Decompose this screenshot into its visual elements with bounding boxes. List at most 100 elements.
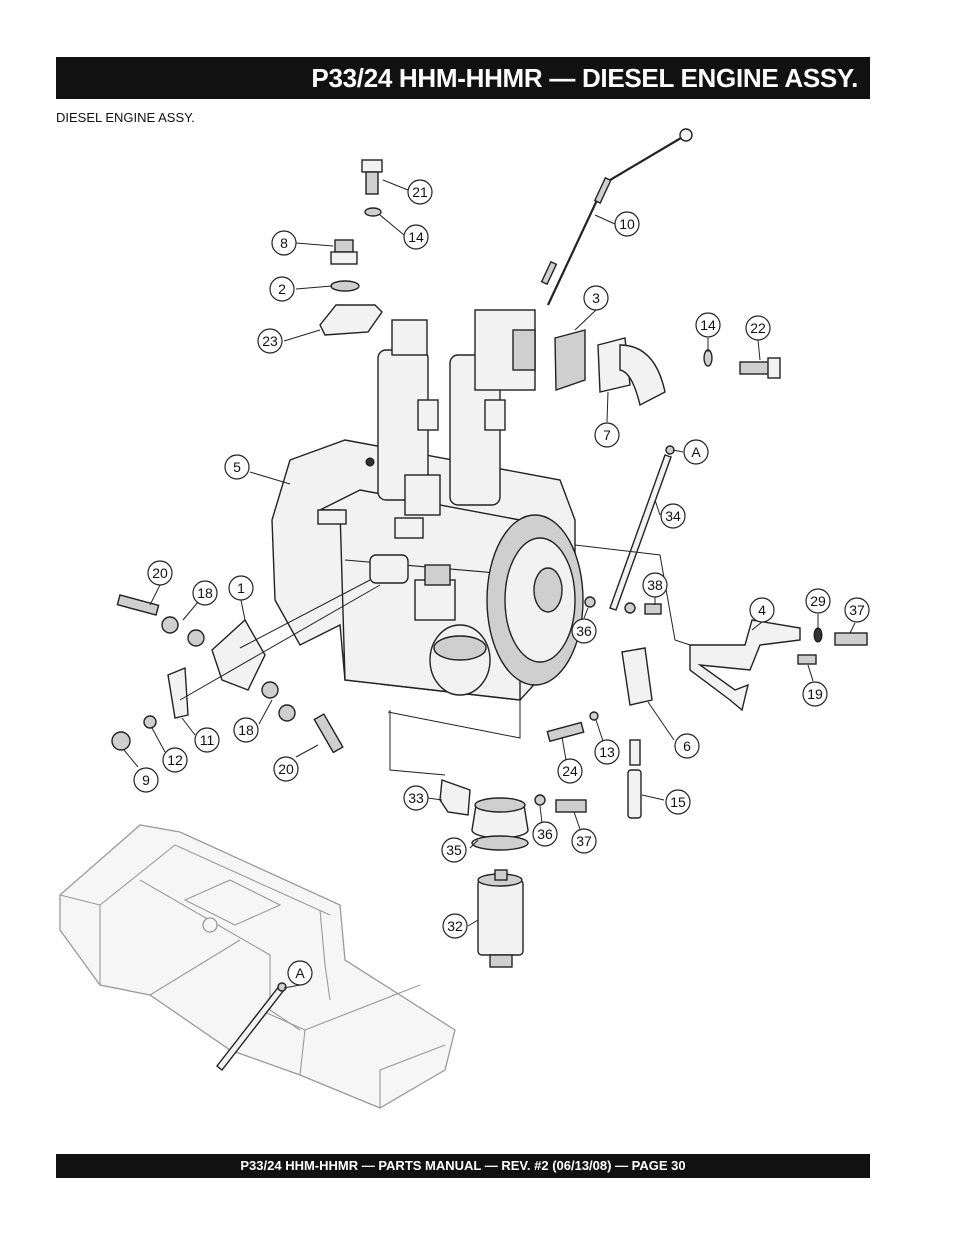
svg-text:9: 9	[142, 772, 150, 788]
svg-text:10: 10	[619, 216, 635, 232]
svg-text:24: 24	[562, 763, 578, 779]
svg-text:5: 5	[233, 459, 241, 475]
callout-20-top: 20	[147, 560, 173, 586]
callout-18-top: 18	[192, 580, 218, 606]
callout-12: 12	[162, 747, 188, 773]
callout-6: 6	[674, 733, 700, 759]
callout-9: 9	[133, 767, 159, 793]
bolt-37-filter	[555, 799, 587, 813]
bolt-22	[739, 357, 781, 379]
nut-18-bottom-b	[278, 704, 296, 722]
callout-8: 8	[271, 230, 297, 256]
svg-text:4: 4	[758, 602, 766, 618]
bolt-21	[361, 159, 383, 195]
bracket-11	[167, 666, 189, 719]
callout-33: 33	[403, 785, 429, 811]
leader-lines	[123, 179, 856, 989]
bolt-20-top	[116, 594, 160, 616]
svg-text:15: 15	[670, 794, 686, 810]
footer-text: P33/24 HHM-HHMR — PARTS MANUAL — REV. #2…	[240, 1158, 686, 1173]
svg-text:22: 22	[750, 320, 766, 336]
svg-text:14: 14	[408, 229, 424, 245]
washer-36-right	[584, 596, 596, 608]
svg-text:38: 38	[647, 577, 663, 593]
svg-text:23: 23	[262, 333, 278, 349]
plug-8	[330, 239, 358, 265]
svg-text:A: A	[295, 965, 305, 981]
lever-1	[211, 618, 266, 691]
svg-text:37: 37	[576, 833, 592, 849]
bolt-19	[797, 654, 817, 665]
bracket-23	[319, 304, 383, 336]
svg-text:35: 35	[446, 842, 462, 858]
washer-36-filter	[534, 794, 546, 806]
svg-text:1: 1	[237, 580, 245, 596]
callout-1: 1	[228, 575, 254, 601]
callout-11: 11	[194, 727, 220, 753]
svg-text:33: 33	[408, 790, 424, 806]
washer-14-right	[703, 349, 713, 367]
callout-21: 21	[407, 179, 433, 205]
callout-4: 4	[749, 597, 775, 623]
callout-22: 22	[745, 315, 771, 341]
callout-36-right: 36	[571, 618, 597, 644]
svg-text:21: 21	[412, 184, 428, 200]
svg-text:11: 11	[200, 732, 215, 748]
svg-text:29: 29	[810, 593, 826, 609]
svg-text:3: 3	[592, 290, 600, 306]
callout-13: 13	[594, 739, 620, 765]
svg-text:7: 7	[603, 427, 611, 443]
callout-29: 29	[805, 588, 831, 614]
callout-10: 10	[614, 211, 640, 237]
bolt-37-right	[834, 632, 868, 646]
support-rod-34	[609, 454, 672, 611]
washer-29	[813, 627, 823, 643]
bracket-4	[689, 619, 801, 712]
filter-head-35	[471, 797, 529, 851]
callout-34: 34	[660, 503, 686, 529]
callout-a-top: A	[683, 439, 709, 465]
svg-text:12: 12	[167, 752, 183, 768]
fuel-filter-32	[477, 869, 524, 968]
bolt-20-bottom	[313, 713, 344, 754]
washer-14-top	[364, 207, 382, 217]
washer-12	[143, 715, 157, 729]
page-title: P33/24 HHM-HHMR — DIESEL ENGINE ASSY.	[311, 63, 858, 93]
svg-text:13: 13	[599, 744, 615, 760]
machine-frame	[59, 824, 456, 1109]
svg-text:2: 2	[278, 281, 286, 297]
svg-text:A: A	[691, 444, 701, 460]
screw-24	[546, 721, 585, 743]
engine-block	[271, 309, 584, 701]
callout-19: 19	[802, 681, 828, 707]
svg-text:19: 19	[807, 686, 823, 702]
svg-text:20: 20	[152, 565, 168, 581]
svg-text:36: 36	[576, 623, 592, 639]
callout-5: 5	[224, 454, 250, 480]
bolt-38	[644, 603, 662, 615]
stop-block-6	[621, 647, 653, 706]
svg-text:34: 34	[665, 508, 681, 524]
callout-32: 32	[442, 913, 468, 939]
washer-13	[589, 711, 599, 721]
gasket-2	[330, 280, 360, 292]
exhaust-elbow-7	[597, 337, 666, 407]
footer-bar: P33/24 HHM-HHMR — PARTS MANUAL — REV. #2…	[56, 1154, 870, 1178]
bracket-33	[439, 779, 471, 816]
rod-15	[627, 769, 642, 819]
callout-35: 35	[441, 837, 467, 863]
callout-20-bottom: 20	[273, 756, 299, 782]
callout-37-right: 37	[844, 597, 870, 623]
callout-14-right: 14	[695, 312, 721, 338]
svg-text:32: 32	[447, 918, 463, 934]
nut-18-bottom-a	[261, 681, 279, 699]
callout-18-bottom: 18	[233, 717, 259, 743]
callout-15: 15	[665, 789, 691, 815]
svg-text:20: 20	[278, 761, 294, 777]
gasket-3	[554, 329, 586, 391]
callout-37-filter: 37	[571, 828, 597, 854]
callout-7: 7	[594, 422, 620, 448]
callout-38: 38	[642, 572, 668, 598]
svg-text:6: 6	[683, 738, 691, 754]
callout-2: 2	[269, 276, 295, 302]
